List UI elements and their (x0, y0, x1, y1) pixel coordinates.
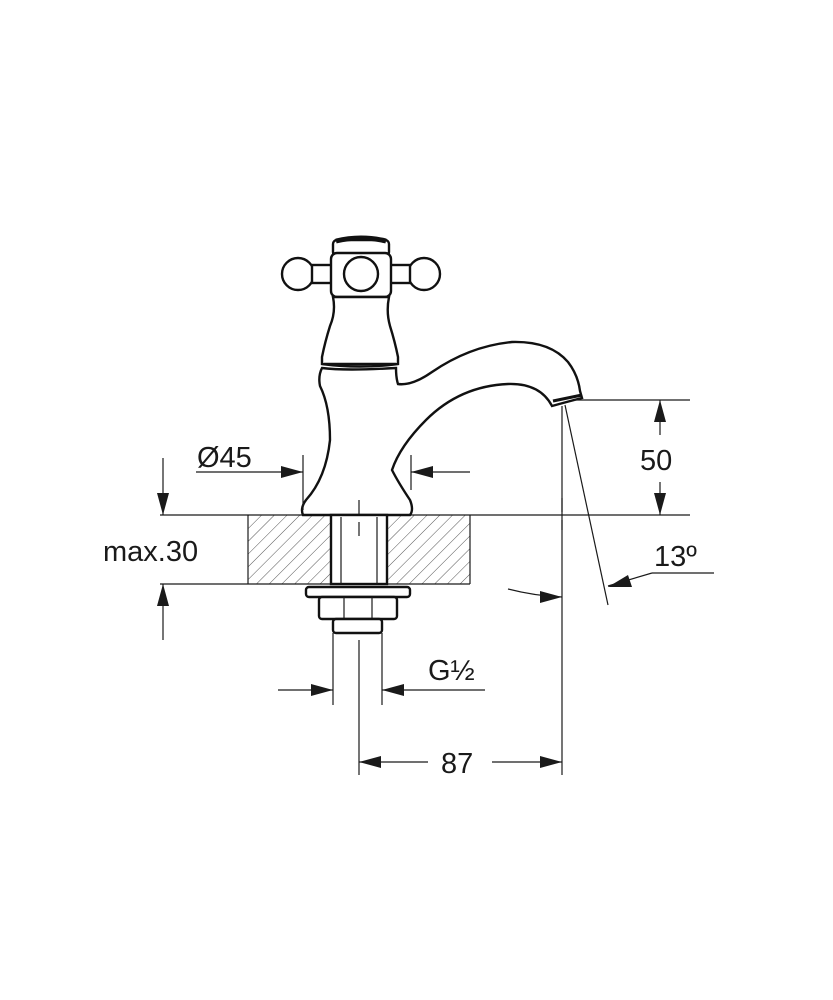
thickness-dimension: max.30 (103, 458, 198, 640)
tap-body-spout (300, 340, 584, 517)
headpart-bell (320, 295, 400, 368)
thickness-label: max.30 (103, 536, 198, 568)
diameter-label: Ø45 (197, 442, 252, 474)
reach-label: 87 (441, 748, 473, 780)
thread-label: G½ (428, 655, 475, 687)
reach-dimension: 87 (359, 748, 562, 780)
diameter-dimension: Ø45 (196, 442, 470, 510)
height-label: 50 (640, 445, 672, 477)
thread-dimension: G½ (278, 633, 485, 705)
height-dimension: 50 (574, 399, 690, 515)
angle-label: 13º (654, 541, 697, 573)
fixing-nut (304, 585, 412, 635)
cross-handle (280, 235, 442, 299)
angle-dimension: 13º (507, 404, 714, 606)
